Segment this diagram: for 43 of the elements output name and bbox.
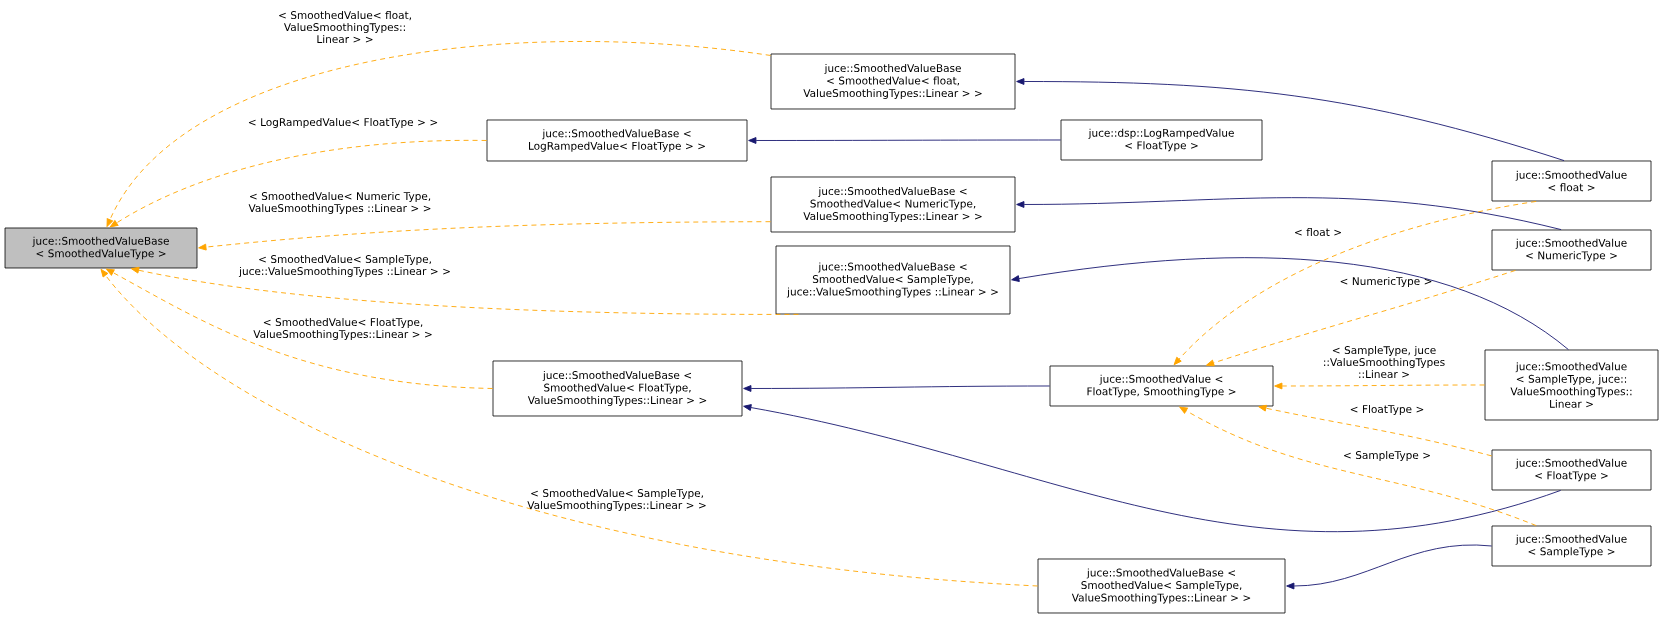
class-box: juce::SmoothedValueBase < SmoothedValue< SampleType, ValueSmoothingTypes::Linear > > [1037, 558, 1286, 614]
edge-label: < SmoothedValue< SampleType, juce::ValueSmoothingTypes ::Linear > > [238, 254, 450, 278]
class-box: juce::SmoothedValue < SampleType > [1491, 525, 1652, 567]
arrow [198, 221, 772, 251]
edge-label: < SmoothedValue< float, ValueSmoothingTypes:: Linear > > [279, 10, 411, 44]
arrow [106, 41, 772, 227]
class-box: juce::SmoothedValueBase < SmoothedValue< SampleType, juce::ValueSmoothingTypes ::Linear > > [775, 245, 1011, 315]
class-box: juce::SmoothedValueBase < SmoothedValue< FloatType, ValueSmoothingTypes::Linear > > [492, 360, 743, 417]
class-box: juce::dsp::LogRampedValue < FloatType > [1060, 119, 1263, 161]
class-box: juce::SmoothedValueBase < SmoothedValueType > [4, 227, 198, 269]
arrow [1258, 404, 1493, 457]
class-box: juce::SmoothedValueBase < LogRampedValue< FloatType > > [486, 119, 748, 162]
class-box: juce::SmoothedValueBase < SmoothedValue< NumericType, ValueSmoothingTypes::Linear > > [770, 176, 1016, 233]
arrow [1179, 406, 1537, 527]
edge-label: < SampleType > [1344, 450, 1430, 462]
arrow [1274, 382, 1486, 390]
class-box: juce::SmoothedValue < float > [1491, 160, 1652, 202]
arrow [1286, 544, 1493, 590]
edge-label: < SampleType, juce ::ValueSmoothingTypes ::Linear > [1324, 345, 1445, 379]
arrow [130, 266, 799, 315]
edge-label: < float > [1295, 227, 1341, 237]
edge-label: < SmoothedValue< SampleType, ValueSmoothingTypes::Linear > > [527, 488, 706, 512]
edge-label: < SmoothedValue< FloatType, ValueSmoothingTypes::Linear > > [253, 317, 432, 341]
class-box: juce::SmoothedValueBase < SmoothedValue< float, ValueSmoothingTypes::Linear > > [770, 53, 1016, 110]
arrow [106, 268, 494, 389]
arrow [743, 385, 1051, 392]
edge-label: < LogRampedValue< FloatType > > [248, 117, 438, 129]
class-box: juce::SmoothedValue < FloatType > [1491, 449, 1652, 491]
edge-label: < NumericType > [1340, 276, 1432, 288]
arrow [100, 268, 1039, 587]
arrow [743, 404, 1562, 532]
arrow [1206, 269, 1516, 367]
arrow [1173, 200, 1537, 366]
class-box: juce::SmoothedValue < SampleType, juce:: ValueSmoothingTypes:: Linear > [1484, 349, 1659, 421]
edge-label: < FloatType > [1350, 404, 1424, 416]
arrow [109, 140, 488, 228]
arrow [1016, 197, 1562, 231]
arrow [1016, 78, 1565, 162]
arrow [1011, 257, 1569, 351]
class-box: juce::SmoothedValue < FloatType, SmoothingType > [1049, 365, 1274, 407]
arrow [748, 137, 1062, 144]
class-box: juce::SmoothedValue < NumericType > [1491, 229, 1652, 271]
edge-label: < SmoothedValue< Numeric Type, ValueSmoothingTypes ::Linear > > [248, 191, 431, 215]
